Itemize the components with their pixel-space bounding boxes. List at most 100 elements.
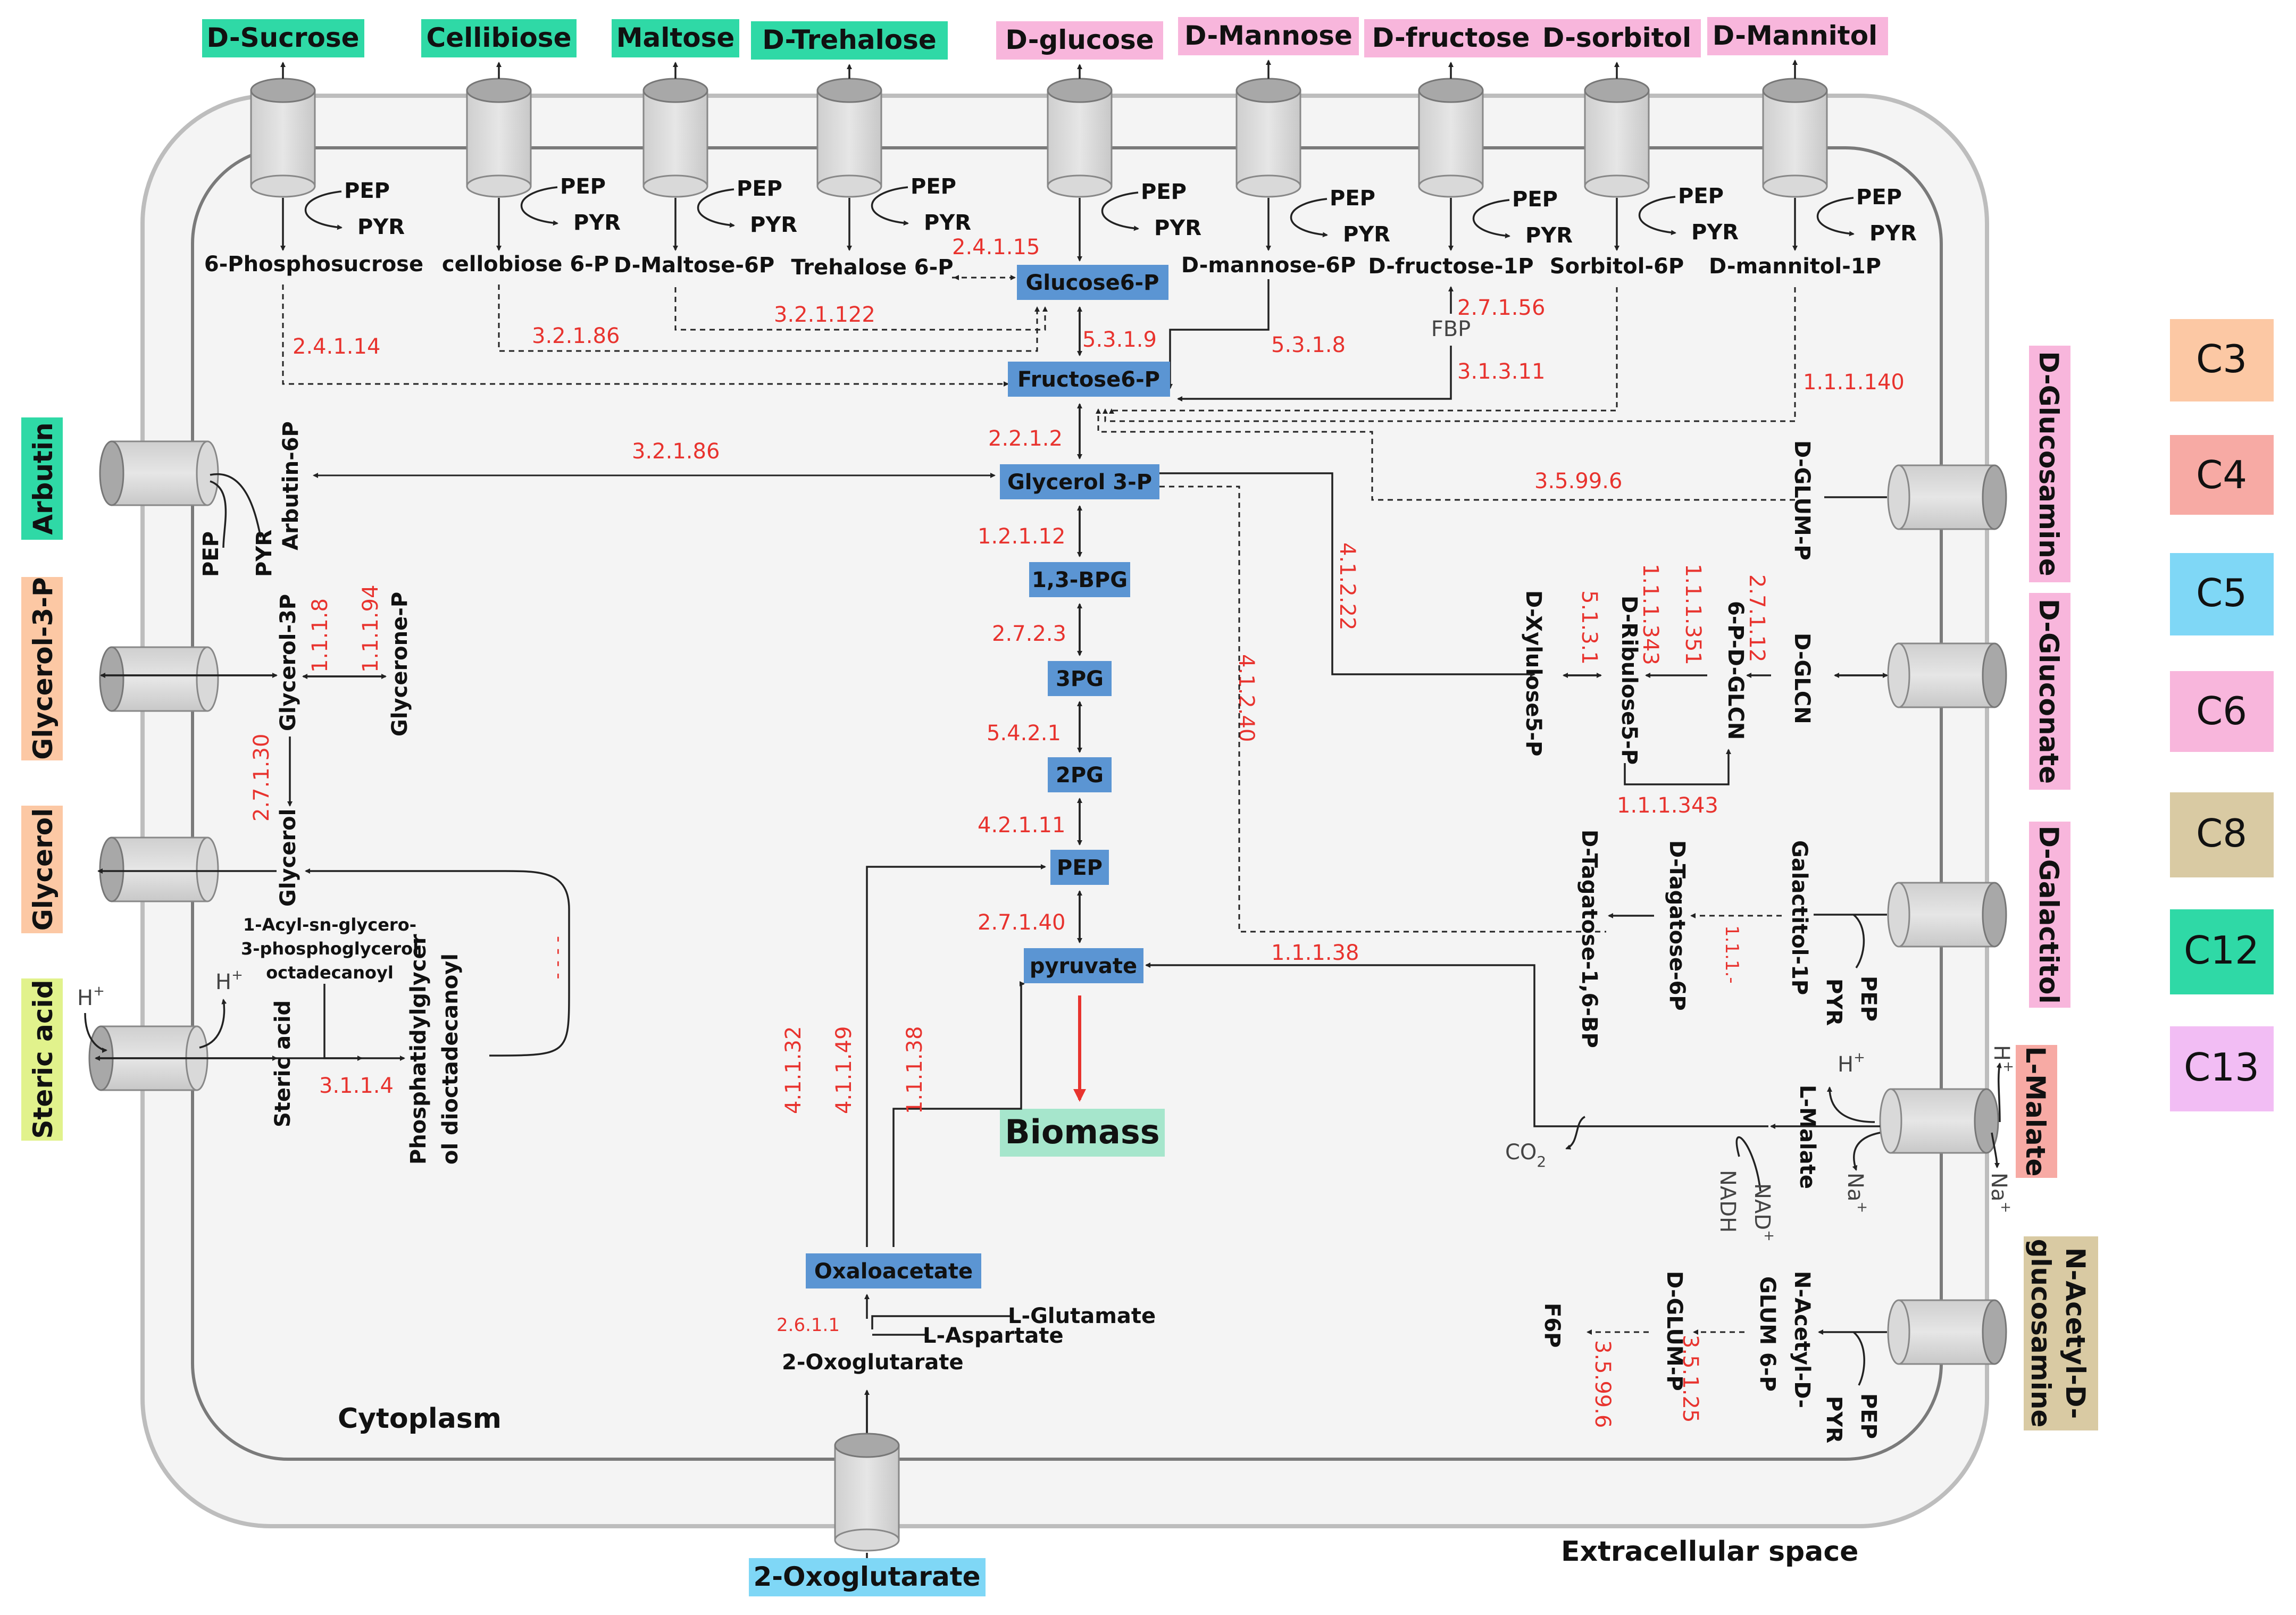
ec-3-2-1-122: 3.2.1.122 xyxy=(774,303,875,327)
ec-2-7-1-12: 2.7.1.12 xyxy=(1744,574,1769,662)
ec-2-7-1-30: 2.7.1.30 xyxy=(249,734,274,822)
legend-c3: C3 xyxy=(2196,337,2247,381)
ec-2-6-1-1: 2.6.1.1 xyxy=(777,1315,840,1336)
right-metabolism: D-GLUM-P D-GLCN 6-P-D-GLCN 2.7.1.12 1.1.… xyxy=(1505,440,2016,1443)
pep-label: PEP xyxy=(1856,185,1902,210)
label-nag-line2: glucosamine xyxy=(2025,1239,2056,1428)
label-d-tagatose-6p: D-Tagatose-6P xyxy=(1665,840,1689,1011)
ec-5-4-2-1: 5.4.2.1 xyxy=(987,721,1061,746)
ec-4-1-1-49: 4.1.1.49 xyxy=(832,1026,856,1114)
malate-h-out: H+ xyxy=(1989,1045,2016,1073)
label-l-malate-cyto: L-Malate xyxy=(1795,1085,1819,1189)
pyr-label: PYR xyxy=(750,213,797,237)
ec-1-1-1-343-bottom: 1.1.1.343 xyxy=(1617,793,1718,818)
bottom-transporter: 2-Oxoglutarate xyxy=(749,1433,986,1596)
label-cellobiose-6p: cellobiose 6-P xyxy=(442,252,609,277)
box-2pg: 2PG xyxy=(1056,763,1104,788)
pyr-label: PYR xyxy=(1154,216,1201,240)
pyr-label: PYR xyxy=(357,215,405,239)
ec-1-2-1-12: 1.2.1.12 xyxy=(978,524,1065,549)
central-ec-numbers: 2.4.1.15 2.4.1.14 3.2.1.86 3.2.1.122 5.3… xyxy=(293,235,1905,1375)
ec-1-1-1-140: 1.1.1.140 xyxy=(1803,370,1905,395)
legend-swatch-c3 xyxy=(2170,319,2274,401)
ec-3-1-1-4: 3.1.1.4 xyxy=(319,1074,394,1098)
ec-3-2-1-86-arbutin: 3.2.1.86 xyxy=(632,439,720,464)
ec-3-2-1-86-top: 3.2.1.86 xyxy=(532,324,620,348)
label-d-glucosamine: D-Glucosamine xyxy=(2033,351,2064,576)
ec-1-1-1-351: 1.1.1.351 xyxy=(1681,564,1705,665)
label-galactitol-1p: Galactitol-1P xyxy=(1787,840,1811,995)
pep-label: PEP xyxy=(1141,180,1187,204)
box-biomass: Biomass xyxy=(1005,1112,1159,1151)
pyr-label: PYR xyxy=(924,211,971,235)
transporter-sucrose xyxy=(250,78,316,198)
label-steric-acid: Steric acid xyxy=(28,980,59,1139)
pep-label: PEP xyxy=(911,174,956,199)
top-transporters xyxy=(250,78,1828,198)
label-d-fructose-1p: D-fructose-1P xyxy=(1368,254,1533,279)
label-nadh: NADH xyxy=(1715,1170,1740,1233)
legend-swatch-c8 xyxy=(2170,792,2274,877)
label-cytoplasm: Cytoplasm xyxy=(338,1403,502,1435)
label-sorbitol-6p: Sorbitol-6P xyxy=(1550,254,1684,279)
label-d-mannitol: D-Mannitol xyxy=(1713,20,1877,51)
transporter-sorbitol xyxy=(1584,78,1650,198)
label-fbp: FBP xyxy=(1431,317,1471,341)
left-substrate-labels: Arbutin Glycerol-3-P Glycerol Steric aci… xyxy=(21,417,63,1141)
top-substrate-labels: D-Sucrose Cellibiose Maltose D-Trehalose… xyxy=(202,17,1888,60)
label-l-malate: L-Malate xyxy=(2020,1047,2051,1177)
legend-swatch-c13 xyxy=(2170,1026,2274,1111)
label-acyl-line3: octadecanoyl xyxy=(266,963,394,983)
pyr-label: PYR xyxy=(1343,222,1390,247)
ec-3-5-1-25: 3.5.1.25 xyxy=(1678,1335,1702,1422)
label-glycerol: Glycerol xyxy=(28,808,59,931)
pyr-label: PYR xyxy=(573,211,621,235)
label-6-p-d-glcn: 6-P-D-GLCN xyxy=(1723,601,1748,740)
nag-pep: PEP xyxy=(1856,1393,1881,1439)
label-glycerol-3p-cyto: Glycerol-3P xyxy=(276,594,300,731)
ec-2-7-2-3: 2.7.2.3 xyxy=(992,622,1066,646)
legend-c12: C12 xyxy=(2184,928,2259,973)
ec-5-1-3-1: 5.1.3.1 xyxy=(1577,590,1601,665)
ec-2-7-1-40: 2.7.1.40 xyxy=(978,910,1065,935)
ec-4-1-2-22: 4.1.2.22 xyxy=(1335,542,1359,630)
arbutin-pep: PEP xyxy=(199,531,223,577)
malate-na-in: Na+ xyxy=(1843,1173,1870,1213)
box-oxaloacetate: Oxaloacetate xyxy=(814,1259,973,1284)
pep-label: PEP xyxy=(344,179,390,203)
ec-2-4-1-14: 2.4.1.14 xyxy=(293,334,380,359)
label-nad: NAD+ xyxy=(1750,1183,1777,1242)
galactitol-pep: PEP xyxy=(1856,976,1881,1022)
box-pep: PEP xyxy=(1057,856,1103,880)
label-phosph-line2: ol dioctadecanoyl xyxy=(438,953,463,1165)
gap-marker: - - - - xyxy=(548,936,570,980)
nag-pyr: PYR xyxy=(1822,1396,1846,1443)
transporter-mannose xyxy=(1235,78,1301,198)
transporter-cellobiose xyxy=(466,78,532,198)
left-metabolism: PEP PYR Arbutin-6P Glycerol-3P Glycerone… xyxy=(77,421,570,1165)
label-acyl-line1: 1-Acyl-sn-glycero- xyxy=(243,915,416,935)
pep-label: PEP xyxy=(1512,187,1558,212)
ec-1-1-1-38-ana: 1.1.1.38 xyxy=(903,1026,927,1114)
ec-3-5-99-6-top: 3.5.99.6 xyxy=(1534,469,1622,493)
label-nag-6p-line1: N-Acetyl-D- xyxy=(1790,1271,1814,1408)
label-d-ribulose5p: D-Ribulose5-P xyxy=(1617,596,1641,765)
central-pathway: Glucose6-P Fructose6-P Glycerol 3-P 1,3-… xyxy=(806,265,1170,1288)
label-d-mannose-6p: D-mannose-6P xyxy=(1181,253,1356,278)
label-co2: CO2 xyxy=(1505,1140,1546,1170)
box-glycerol3p: Glycerol 3-P xyxy=(1007,470,1152,495)
top-connections xyxy=(282,275,1796,501)
label-d-glum-p-nag: D-GLUM-P xyxy=(1662,1271,1686,1391)
ec-3-5-99-6-nag: 3.5.99.6 xyxy=(1590,1340,1615,1428)
legend-swatch-c6 xyxy=(2170,671,2274,752)
box-13bpg: 1,3-BPG xyxy=(1032,568,1128,592)
malate-na-out: Na+ xyxy=(1986,1173,2014,1213)
label-d-galactitol: D-Galactitol xyxy=(2033,826,2064,1004)
phosphorylated-sugars: 6-Phosphosucrose cellobiose 6-P D-Maltos… xyxy=(204,252,1881,341)
legend-c8: C8 xyxy=(2196,811,2247,856)
label-glycerol-3p: Glycerol-3-P xyxy=(28,577,59,759)
h-plus-out: H+ xyxy=(77,983,105,1010)
label-d-sorbitol: D-sorbitol xyxy=(1542,22,1691,53)
label-d-glcn: D-GLCN xyxy=(1790,633,1814,724)
label-d-mannose: D-Mannose xyxy=(1184,20,1352,51)
